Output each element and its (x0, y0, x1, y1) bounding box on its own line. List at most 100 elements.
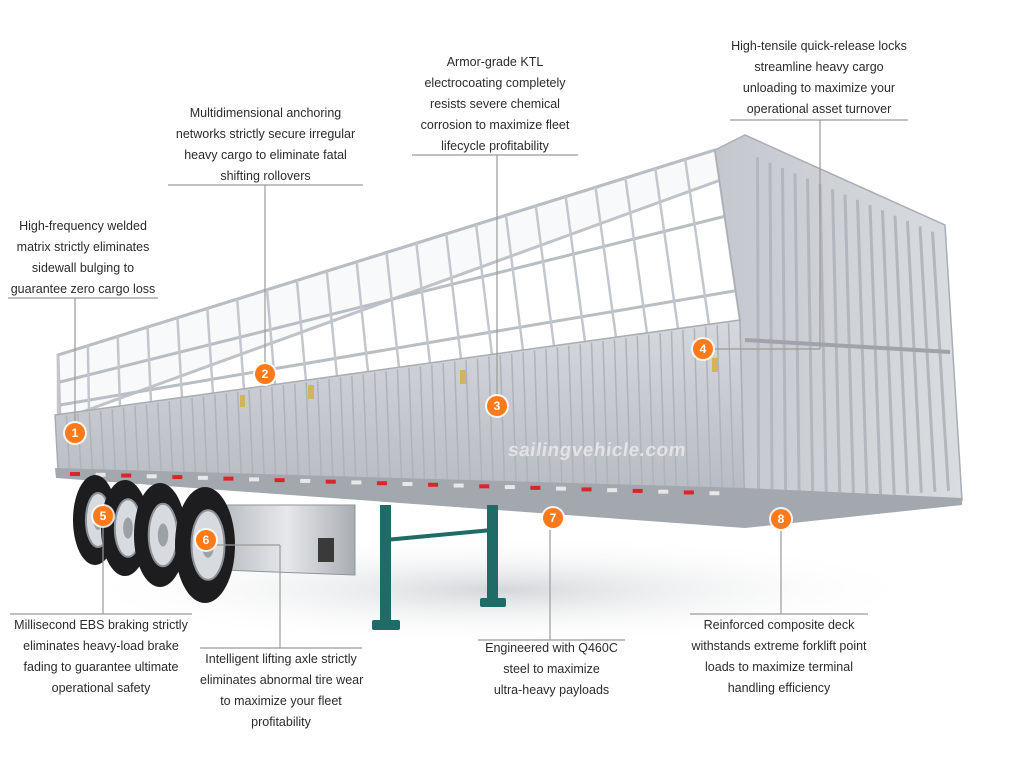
reflector (376, 481, 387, 486)
side-rib (670, 331, 678, 487)
callout-1-line: guarantee zero cargo loss (10, 282, 156, 296)
reflector (274, 478, 285, 483)
marker-3: 3 (487, 396, 507, 416)
side-rib (191, 397, 197, 473)
marker-5: 5 (93, 506, 113, 526)
side-rib (408, 367, 414, 479)
reflector (249, 477, 260, 482)
chassis-rail (55, 468, 962, 528)
callout-8-line: Reinforced composite deck (703, 618, 855, 632)
side-rib (499, 355, 506, 482)
side-rib (294, 383, 300, 476)
marker-7: 7 (543, 508, 563, 528)
reflector (402, 482, 413, 486)
side-rib (647, 334, 655, 486)
callout-4-line: streamline heavy cargo (754, 60, 884, 74)
reflector (683, 490, 694, 495)
cage-bar (116, 336, 122, 407)
side-rib (248, 390, 254, 474)
callout-6-line: profitability (251, 715, 311, 729)
reflector (70, 472, 80, 476)
end-wall-ribs (756, 157, 950, 505)
side-rib (488, 356, 494, 481)
reflector-strip (70, 472, 720, 496)
callout-text-8: Reinforced composite deck withstands ext… (690, 615, 868, 699)
side-panel-ribs (65, 323, 735, 488)
reflector (504, 485, 515, 490)
side-rib (328, 378, 334, 477)
side-rib (373, 372, 380, 478)
cage-bar (564, 196, 587, 342)
callout-4-line: operational asset turnover (746, 102, 892, 116)
side-rib (476, 358, 483, 481)
side-rib (545, 348, 552, 483)
callout-5-line: Millisecond EBS braking strictly (14, 618, 188, 632)
callout-3-line: electrocoating completely (424, 76, 566, 90)
callout-2-line: shifting rollovers (220, 169, 311, 183)
reflector (658, 489, 669, 494)
cage-bar (624, 177, 649, 334)
cage-bar (594, 187, 618, 338)
side-rib (579, 344, 586, 484)
callout-8-line: handling efficiency (727, 681, 831, 695)
cage-bar (415, 243, 432, 364)
side-rib (259, 388, 265, 475)
callout-text-1: High-frequency welded matrix strictly el… (8, 216, 158, 300)
end-rib (868, 205, 883, 496)
cage-bar (474, 224, 494, 355)
wheel-hub (123, 517, 133, 539)
side-rib (510, 353, 517, 482)
reflector (428, 482, 439, 487)
end-rib (918, 226, 937, 492)
reflector (479, 484, 490, 489)
marker-2: 2 (255, 364, 275, 384)
side-rib (682, 329, 689, 487)
end-rib (781, 167, 788, 503)
cage-bar (355, 261, 370, 372)
cage-bar (683, 159, 711, 325)
reflector (607, 488, 618, 493)
callout-text-3: Armor-grade KTL electrocoating completel… (412, 52, 578, 157)
cage-bar (534, 205, 556, 347)
callout-6-line: Intelligent lifting axle strictly (205, 652, 357, 666)
cage-bar (504, 215, 525, 351)
side-rib (453, 361, 460, 480)
landing-gear (372, 505, 506, 630)
cage-bar (206, 308, 215, 394)
end-rib (756, 157, 761, 505)
cage-bar (295, 280, 308, 381)
reflector (197, 475, 208, 480)
side-rib (351, 375, 357, 477)
callout-1-line: High-frequency welded (19, 219, 147, 233)
side-rib (88, 412, 94, 470)
side-rib (305, 382, 311, 476)
callout-5-line: operational safety (51, 681, 151, 695)
side-rib (533, 350, 540, 483)
watermark: sailingvehicle.com (506, 440, 688, 461)
side-rib (157, 402, 162, 472)
toolbox (217, 504, 356, 576)
side-rib (65, 415, 71, 469)
callout-text-2: Multidimensional anchoring networks stri… (168, 103, 363, 187)
side-rib (99, 410, 105, 470)
side-rib (168, 401, 174, 472)
marker-1: 1 (65, 423, 85, 443)
callout-5-line: fading to guarantee ultimate (23, 660, 179, 674)
side-rib (568, 345, 574, 484)
cage-bar (444, 233, 463, 360)
callout-8-line: loads to maximize terminal (705, 660, 853, 674)
callout-1-line: matrix strictly eliminates (16, 240, 150, 254)
reflector (172, 475, 183, 480)
reflector (453, 483, 464, 488)
end-rib (906, 220, 923, 493)
side-rib (625, 337, 632, 485)
side-rib (613, 339, 620, 485)
reflector (351, 480, 362, 485)
reflector (300, 478, 311, 483)
cage-bar (86, 345, 91, 411)
end-rib (818, 183, 828, 500)
end-rib (768, 162, 774, 504)
cage-bar (176, 317, 184, 398)
